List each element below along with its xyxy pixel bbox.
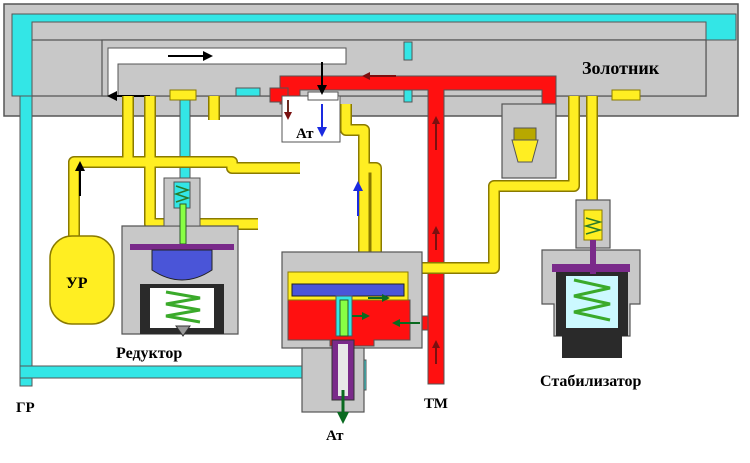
exhaust-port-top — [281, 62, 341, 143]
relay-valve — [281, 251, 423, 424]
yellow-spool-ports — [169, 89, 641, 101]
label-tm: ТМ — [424, 396, 448, 412]
label-at-bottom: Ат — [326, 428, 344, 444]
label-reduktor: Редуктор — [116, 345, 182, 362]
check-valve-upper — [501, 103, 557, 179]
stabilizer — [541, 199, 641, 358]
ur-channel — [68, 96, 598, 274]
label-gr: ГР — [16, 400, 35, 416]
label-zolotnik: Золотник — [582, 58, 660, 78]
label-stabilizator: Стабилизатор — [540, 373, 641, 390]
label-ur: УР — [66, 275, 88, 292]
label-at-top: Ат — [296, 126, 314, 142]
ur-reservoir — [49, 235, 115, 325]
reductor — [121, 177, 239, 337]
